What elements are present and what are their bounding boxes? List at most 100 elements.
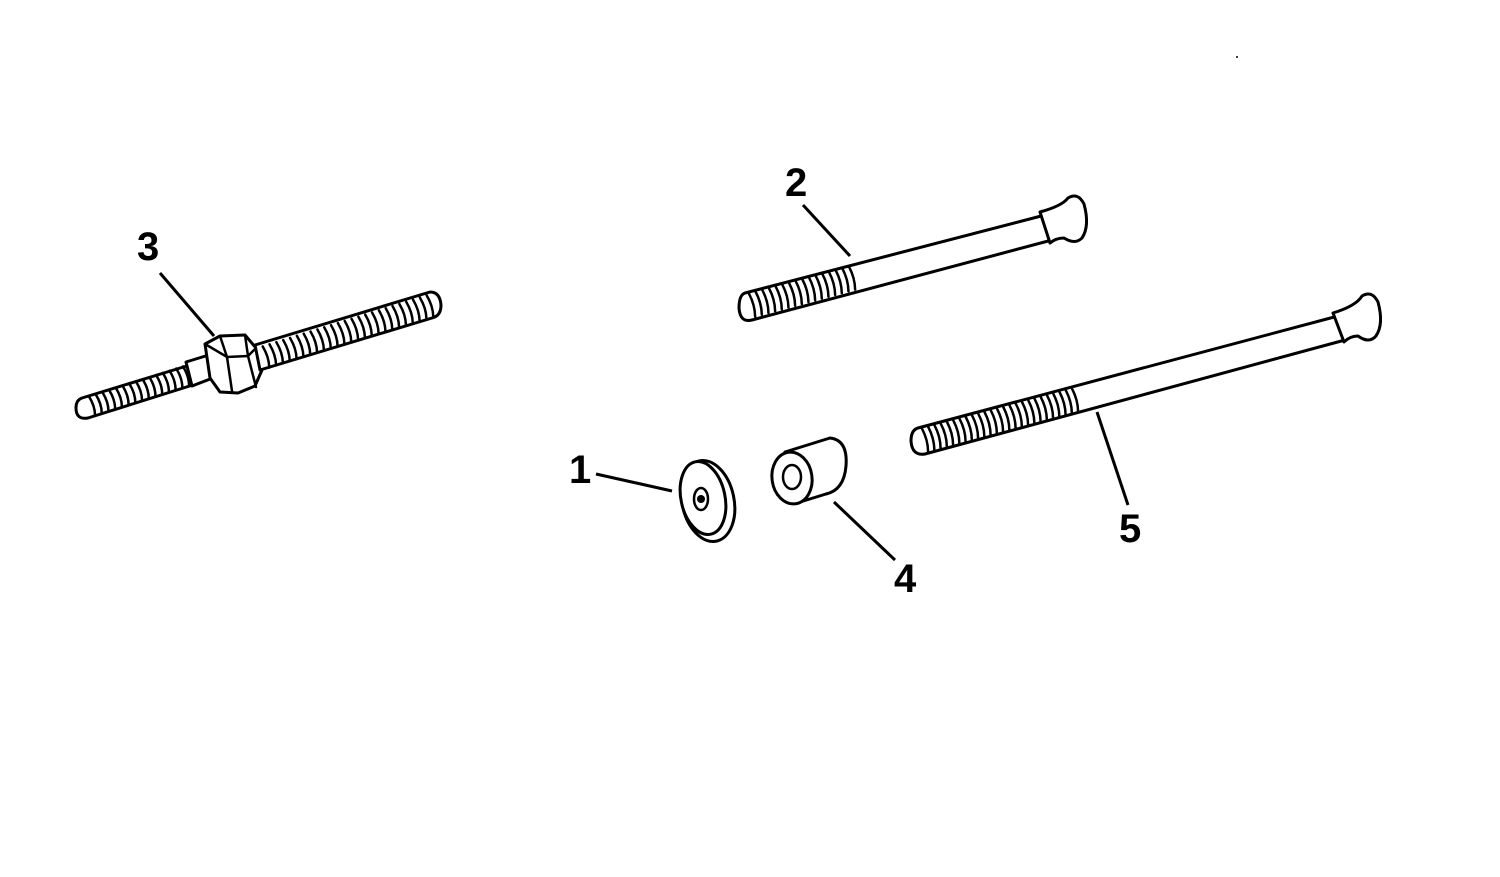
thread-ridge	[384, 306, 394, 331]
thread-ridge	[268, 343, 278, 367]
thread-ridge	[847, 265, 857, 291]
part-1-washer	[678, 459, 737, 543]
thread-ridge	[970, 413, 980, 440]
thread-ridge	[107, 388, 117, 411]
thread-ridge	[154, 373, 164, 396]
thread-ridge	[976, 412, 986, 438]
thread-ridge	[995, 407, 1005, 433]
thread-ridge	[425, 294, 435, 318]
part-3-hex-nut	[203, 333, 264, 395]
thread-ridge	[951, 418, 961, 445]
thread-ridge	[754, 290, 764, 317]
callout-label-3: 3	[137, 225, 159, 269]
thread-ridge	[1026, 398, 1036, 425]
thread-ridge	[322, 326, 333, 350]
thread-ridge	[958, 417, 967, 443]
thread-ridge	[1058, 390, 1067, 417]
part-2-bolt-head	[1038, 194, 1089, 245]
thread-ridge	[787, 281, 797, 308]
thread-ridge	[377, 309, 387, 333]
thread-ridge	[101, 390, 110, 413]
thread-ridge	[94, 393, 104, 415]
thread-ridge	[181, 365, 191, 387]
thread-ridge	[174, 367, 184, 389]
thread-ridge	[114, 386, 124, 409]
thread-ridge	[418, 296, 428, 320]
thread-ridge	[357, 315, 367, 340]
thread-ridge	[939, 422, 949, 448]
thread-ridge	[820, 272, 830, 299]
thread-ridge	[983, 410, 992, 437]
callout-label-1: 1	[569, 448, 591, 492]
thread-ridge	[121, 384, 130, 407]
part-3-right-thread	[253, 290, 443, 372]
thread-ridge	[834, 268, 844, 295]
leader-line-4	[832, 500, 897, 562]
thread-ridge	[807, 275, 817, 302]
thread-ridge	[1001, 405, 1011, 432]
thread-ridge	[767, 286, 777, 313]
thread-ridge	[261, 345, 271, 369]
thread-ridge	[302, 332, 312, 357]
part-2-short-bolt	[737, 194, 1089, 322]
thread-ridge	[370, 311, 380, 335]
thread-ridge	[1070, 387, 1080, 413]
thread-ridge	[411, 298, 421, 323]
thread-ridge	[336, 321, 346, 346]
thread-ridge	[161, 371, 171, 394]
thread-ridge	[141, 378, 151, 400]
thread-ridge	[329, 323, 339, 348]
thread-ridge	[398, 302, 408, 327]
thread-ridge	[350, 317, 360, 342]
speck-mark	[1236, 56, 1238, 58]
thread-ridge	[814, 274, 824, 300]
thread-ridge	[964, 415, 974, 442]
thread-ridge	[1051, 392, 1061, 418]
thread-ridge	[827, 270, 837, 297]
callout-label-4: 4	[894, 557, 917, 601]
thread-ridge	[774, 284, 784, 311]
thread-ridge	[1039, 395, 1049, 422]
thread-ridge	[343, 319, 353, 344]
leader-line-2	[801, 203, 852, 258]
thread-ridge	[391, 304, 401, 329]
thread-ridge	[134, 380, 144, 402]
leader-line-3	[158, 272, 216, 337]
thread-ridge	[1033, 397, 1042, 423]
thread-ridge	[168, 369, 177, 392]
thread-ridge	[363, 313, 374, 337]
part-3-left-thread	[74, 363, 198, 420]
thread-ridge	[404, 300, 415, 325]
part-5-bolt-head	[1331, 292, 1383, 344]
thread-ridge	[747, 292, 757, 318]
thread-ridge	[309, 330, 319, 354]
thread-ridge	[926, 425, 936, 452]
thread-ridge	[920, 427, 930, 453]
callout-label-2: 2	[785, 161, 807, 205]
thread-ridge	[1020, 400, 1030, 427]
thread-ridge	[295, 334, 305, 359]
leader-line-5	[1095, 411, 1130, 506]
thread-ridge	[1008, 403, 1017, 430]
thread-ridge	[933, 423, 942, 450]
thread-ridge	[316, 328, 326, 352]
thread-ridge	[148, 375, 157, 398]
thread-ridge	[840, 266, 850, 293]
thread-ridge	[87, 395, 97, 417]
part-4-spacer	[770, 436, 848, 506]
thread-ridge	[281, 338, 292, 363]
thread-ridge	[1045, 393, 1055, 420]
thread-ridge	[945, 420, 955, 447]
thread-ridge	[127, 382, 137, 404]
callout-label-5: 5	[1119, 507, 1141, 551]
thread-ridge	[794, 279, 804, 306]
leader-line-1	[595, 472, 673, 493]
thread-ridge	[1014, 402, 1024, 428]
thread-ridge	[288, 336, 298, 361]
thread-ridge	[1064, 388, 1074, 415]
part-3-stud-with-nut	[74, 290, 443, 420]
part-5-long-bolt	[909, 292, 1383, 456]
thread-ridge	[760, 288, 770, 315]
thread-ridge	[989, 408, 999, 435]
